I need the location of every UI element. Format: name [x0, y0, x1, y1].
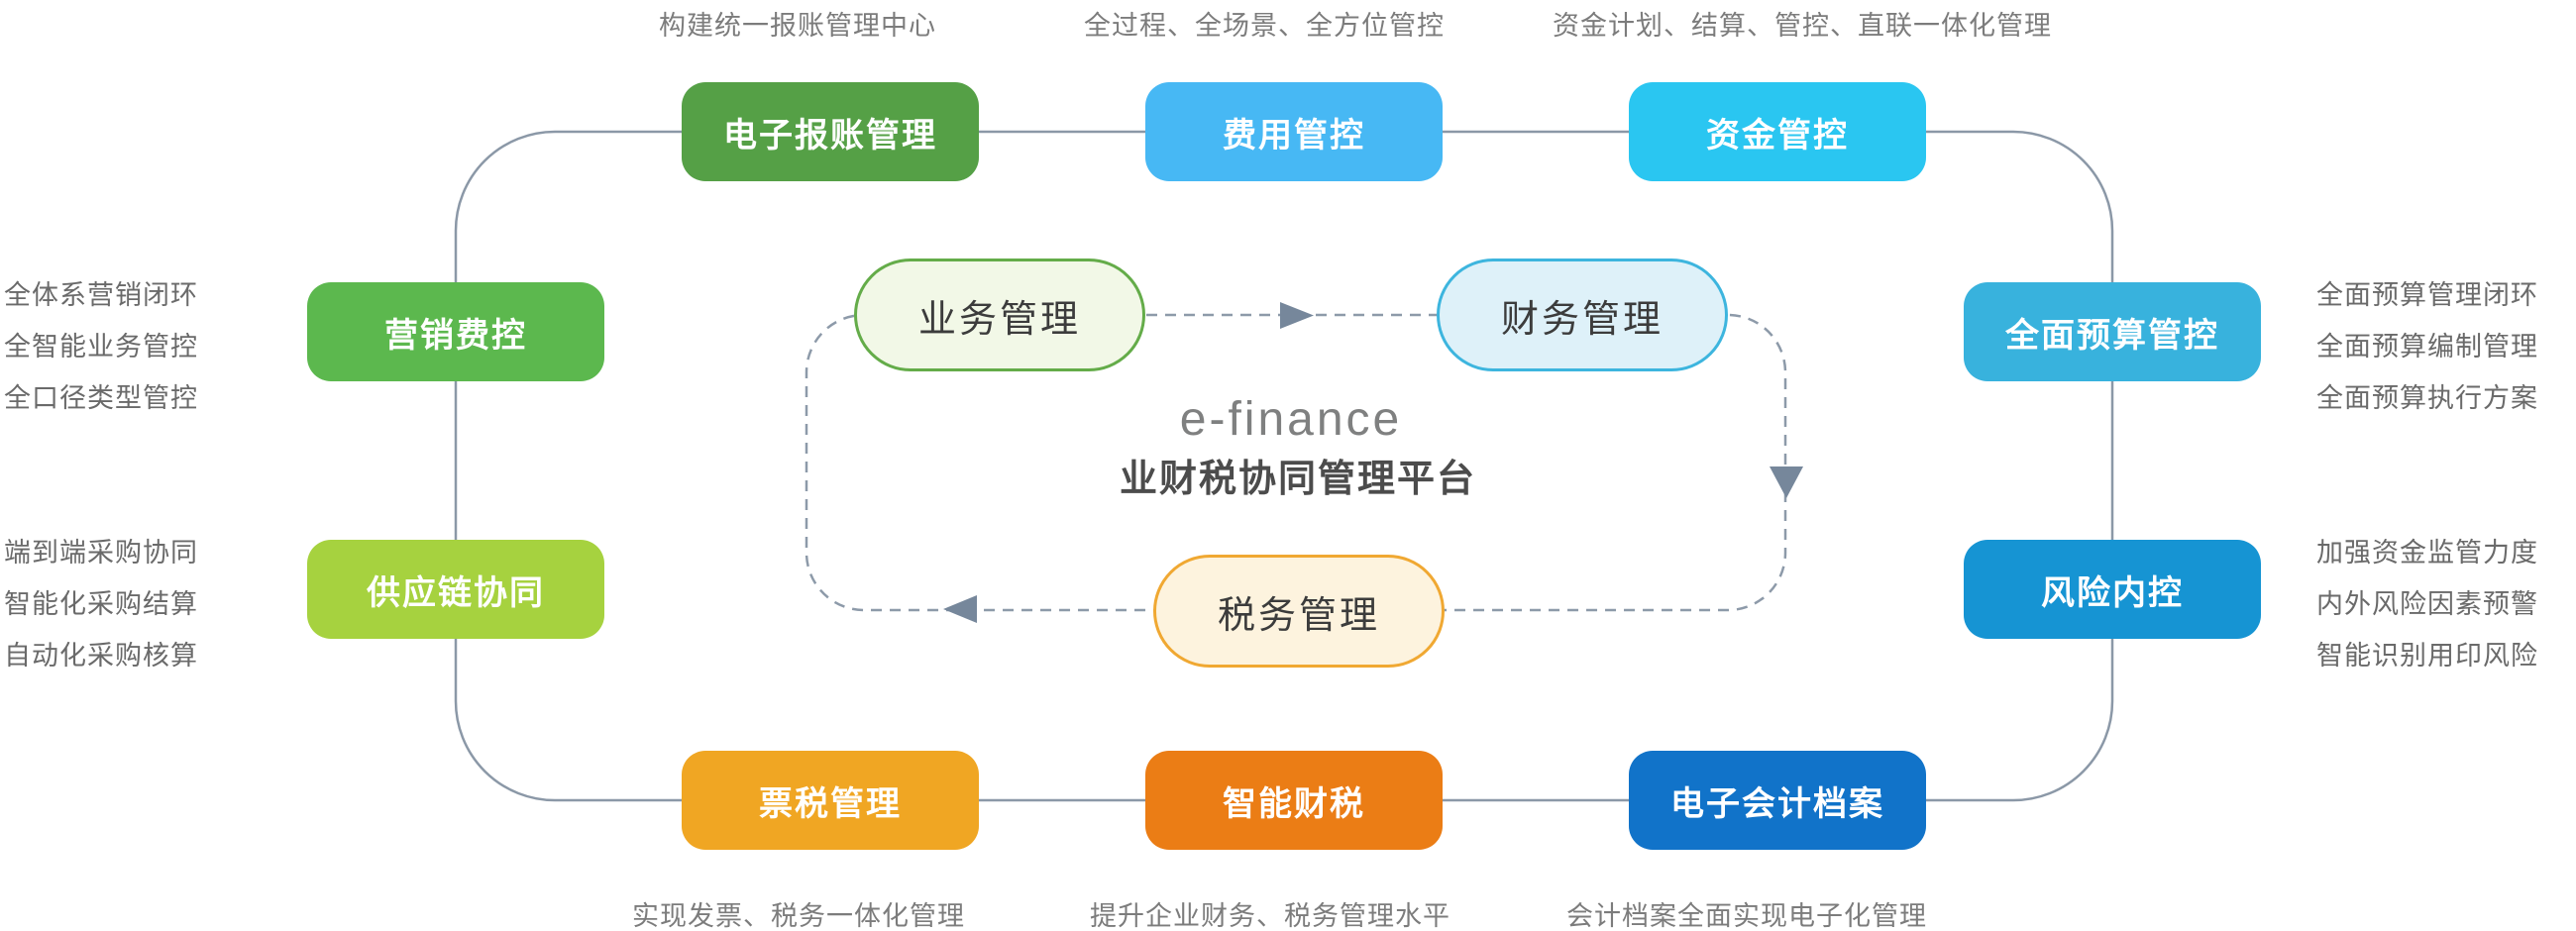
- points-budget-control: 全面预算管理闭环 全面预算编制管理 全面预算执行方案: [2316, 269, 2538, 424]
- point-line: 内外风险因素预警: [2316, 589, 2538, 619]
- center-dashed-loop: [805, 313, 1787, 612]
- module-e-reimbursement: 电子报账管理: [682, 82, 979, 181]
- caption-fund-control: 资金计划、结算、管控、直联一体化管理: [1553, 11, 2052, 41]
- brand-title: e-finance: [1179, 393, 1403, 446]
- points-marketing-expense: 全体系营销闭环 全智能业务管控 全口径类型管控: [4, 269, 198, 424]
- node-tax-management: 税务管理: [1153, 555, 1445, 668]
- module-risk-control: 风险内控: [1964, 540, 2261, 639]
- flow-arrow-right-icon: [1280, 302, 1314, 329]
- node-business-management: 业务管理: [854, 259, 1145, 371]
- caption-e-accounting-archive: 会计档案全面实现电子化管理: [1566, 901, 1927, 931]
- caption-expense-control: 全过程、全场景、全方位管控: [1084, 11, 1445, 41]
- module-fund-control: 资金管控: [1629, 82, 1926, 181]
- module-invoice-tax: 票税管理: [682, 751, 979, 850]
- module-e-accounting-archive: 电子会计档案: [1629, 751, 1926, 850]
- module-marketing-expense: 营销费控: [307, 282, 604, 381]
- points-risk-control: 加强资金监管力度 内外风险因素预警 智能识别用印风险: [2316, 527, 2538, 681]
- point-line: 全面预算编制管理: [2316, 332, 2538, 362]
- node-finance-management: 财务管理: [1437, 259, 1728, 371]
- point-line: 自动化采购核算: [4, 641, 198, 671]
- point-line: 全口径类型管控: [4, 383, 198, 413]
- module-supply-chain: 供应链协同: [307, 540, 604, 639]
- flow-arrow-down-icon: [1770, 466, 1803, 498]
- point-line: 智能化采购结算: [4, 589, 198, 619]
- caption-e-reimbursement: 构建统一报账管理中心: [659, 11, 936, 41]
- point-line: 端到端采购协同: [4, 538, 198, 568]
- point-line: 全面预算管理闭环: [2316, 280, 2538, 310]
- module-smart-fintax: 智能财税: [1145, 751, 1443, 850]
- module-budget-control: 全面预算管控: [1964, 282, 2261, 381]
- caption-smart-fintax: 提升企业财务、税务管理水平: [1090, 901, 1450, 931]
- caption-invoice-tax: 实现发票、税务一体化管理: [632, 901, 965, 931]
- flow-arrow-left-icon: [943, 595, 977, 623]
- module-expense-control: 费用管控: [1145, 82, 1443, 181]
- point-line: 全智能业务管控: [4, 332, 198, 362]
- point-line: 全体系营销闭环: [4, 280, 198, 310]
- points-supply-chain: 端到端采购协同 智能化采购结算 自动化采购核算: [4, 527, 198, 681]
- platform-title: 业财税协同管理平台: [1119, 459, 1477, 500]
- point-line: 智能识别用印风险: [2316, 641, 2538, 671]
- point-line: 加强资金监管力度: [2316, 538, 2538, 568]
- point-line: 全面预算执行方案: [2316, 383, 2538, 413]
